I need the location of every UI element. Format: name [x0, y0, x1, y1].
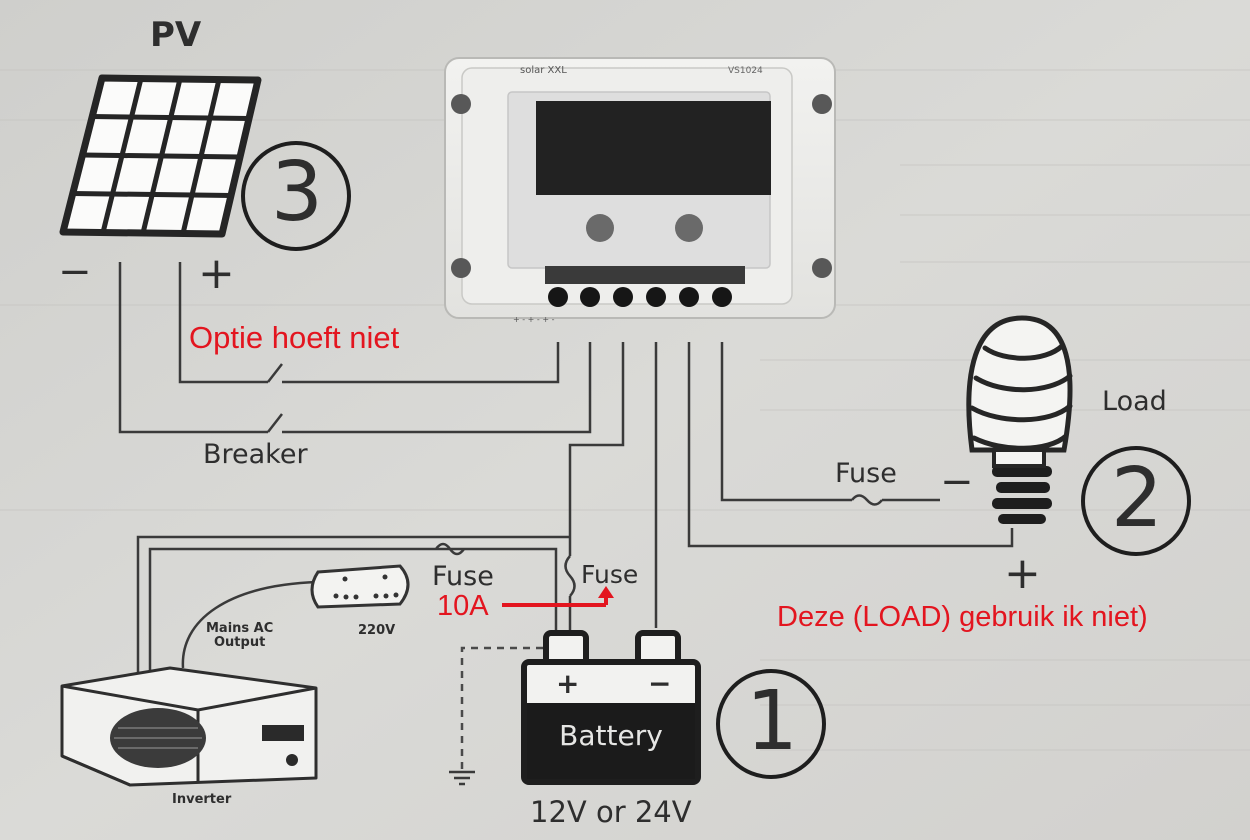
- battery-minus-label: −: [648, 667, 672, 700]
- inverter-label: Inverter: [172, 792, 232, 807]
- svg-text:solar XXL: solar XXL: [520, 65, 567, 76]
- step-number-3: 3: [270, 145, 324, 240]
- wiring-lines: [118, 262, 1014, 680]
- charge-controller-icon: solar XXL VS1024 + - + - + -: [444, 57, 836, 324]
- pv-minus-label: −: [58, 249, 92, 295]
- inverter-icon: [60, 666, 318, 787]
- step-circles: [241, 141, 1191, 779]
- option-note: Optie hoeft niet: [189, 320, 400, 355]
- step-number-1: 1: [745, 674, 799, 769]
- load-plus-label: +: [1004, 548, 1041, 599]
- load-label: Load: [1102, 386, 1167, 417]
- fuse-symbols: [434, 494, 883, 597]
- battery-label: Battery: [559, 719, 663, 752]
- pv-plus-label: +: [198, 248, 235, 299]
- step-number-2: 2: [1110, 451, 1164, 546]
- voltage-220-label: 220V: [358, 623, 396, 638]
- load-minus-label: −: [940, 459, 974, 505]
- power-strip-icon: [310, 564, 410, 609]
- fuse-arrow: [502, 586, 614, 607]
- svg-text:+ - + - + -: + - + - + -: [513, 315, 555, 324]
- battery-plus-label: +: [556, 667, 580, 700]
- ground-wire: [460, 646, 556, 770]
- fuse-inverter-label: Fuse: [432, 561, 494, 592]
- pv-panel-icon: [59, 74, 262, 238]
- fuse-load-label: Fuse: [835, 458, 897, 489]
- svg-text:VS1024: VS1024: [728, 66, 763, 76]
- battery-voltage-label: 12V or 24V: [530, 795, 692, 829]
- light-bulb-icon: [966, 315, 1073, 524]
- fuse-rating-note: 10A: [437, 590, 489, 622]
- ground-symbol: [449, 770, 475, 786]
- mains-ac-output-label: Mains AC Output: [206, 621, 274, 651]
- pv-label: PV: [150, 15, 202, 55]
- battery-icon: [521, 630, 701, 785]
- load-note: Deze (LOAD) gebruik ik niet): [777, 601, 1148, 633]
- fuse-battery-label: Fuse: [581, 560, 639, 589]
- breaker-label: Breaker: [203, 439, 308, 470]
